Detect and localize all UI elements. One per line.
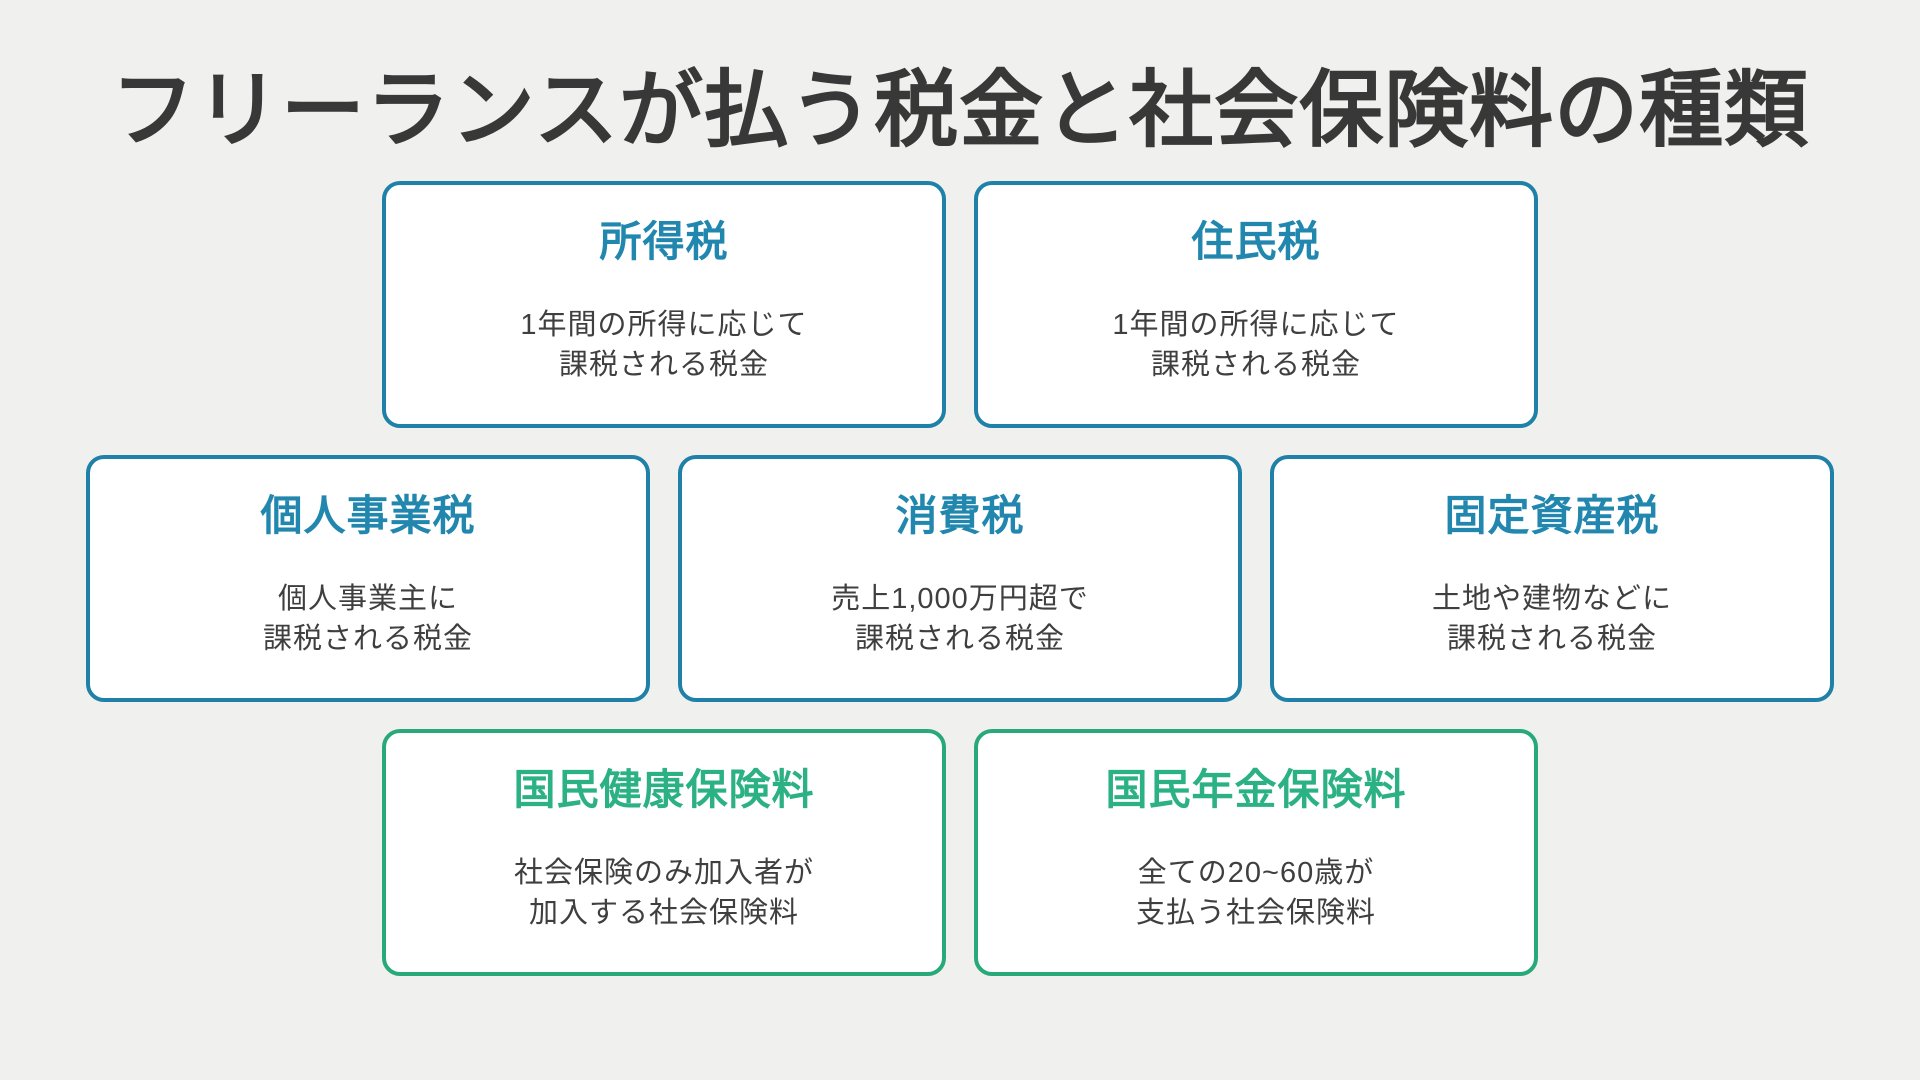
card-row-1: 所得税 1年間の所得に応じて 課税される税金 住民税 1年間の所得に応じて 課税… (86, 180, 1834, 428)
card-title: 住民税 (1191, 217, 1321, 265)
card-title: 個人事業税 (260, 491, 476, 539)
card-description-line: 土地や建物などに (1431, 582, 1672, 615)
card-description: 土地や建物などに 課税される税金 (1298, 579, 1806, 659)
card-description: 売上1,000万円超で 課税される税金 (706, 579, 1214, 659)
card-description-line: 課税される税金 (1150, 348, 1361, 381)
card-description: 個人事業主に 課税される税金 (114, 579, 622, 659)
card-description: 1年間の所得に応じて 課税される税金 (1002, 305, 1510, 385)
card-title: 消費税 (895, 491, 1025, 539)
card-description-line: 課税される税金 (558, 348, 769, 381)
card-title: 固定資産税 (1444, 491, 1660, 539)
card-description-line: 全ての20~60歳が (1137, 856, 1375, 889)
card-description: 全ての20~60歳が 支払う社会保険料 (1002, 853, 1510, 933)
card-description-line: 加入する社会保険料 (528, 896, 799, 929)
card-consumption-tax: 消費税 売上1,000万円超で 課税される税金 (678, 454, 1242, 702)
card-description-line: 個人事業主に (277, 582, 458, 615)
card-row-3: 国民健康保険料 社会保険のみ加入者が 加入する社会保険料 国民年金保険料 全ての… (86, 728, 1834, 976)
card-title: 国民健康保険料 (513, 765, 815, 813)
card-income-tax: 所得税 1年間の所得に応じて 課税される税金 (382, 180, 946, 428)
card-description-line: 1年間の所得に応じて (520, 308, 808, 341)
card-description-line: 売上1,000万円超で (831, 582, 1089, 615)
card-property-tax: 固定資産税 土地や建物などに 課税される税金 (1270, 454, 1834, 702)
card-description-line: 支払う社会保険料 (1135, 896, 1376, 929)
card-description: 社会保険のみ加入者が 加入する社会保険料 (410, 853, 918, 933)
card-row-2: 個人事業税 個人事業主に 課税される税金 消費税 売上1,000万円超で 課税さ… (86, 454, 1834, 702)
card-description-line: 課税される税金 (1446, 622, 1657, 655)
page-title: フリーランスが払う税金と社会保険料の種類 (110, 63, 1810, 157)
card-resident-tax: 住民税 1年間の所得に応じて 課税される税金 (974, 180, 1538, 428)
card-description-line: 課税される税金 (854, 622, 1065, 655)
card-description-line: 課税される税金 (262, 622, 473, 655)
card-national-pension-insurance: 国民年金保険料 全ての20~60歳が 支払う社会保険料 (974, 728, 1538, 976)
card-national-health-insurance: 国民健康保険料 社会保険のみ加入者が 加入する社会保険料 (382, 728, 946, 976)
card-description-line: 社会保険のみ加入者が (513, 856, 814, 889)
card-rows: 所得税 1年間の所得に応じて 課税される税金 住民税 1年間の所得に応じて 課税… (86, 180, 1834, 976)
card-title: 所得税 (599, 217, 729, 265)
card-title: 国民年金保険料 (1105, 765, 1407, 813)
card-description-line: 1年間の所得に応じて (1112, 308, 1400, 341)
card-description: 1年間の所得に応じて 課税される税金 (410, 305, 918, 385)
card-business-tax: 個人事業税 個人事業主に 課税される税金 (86, 454, 650, 702)
